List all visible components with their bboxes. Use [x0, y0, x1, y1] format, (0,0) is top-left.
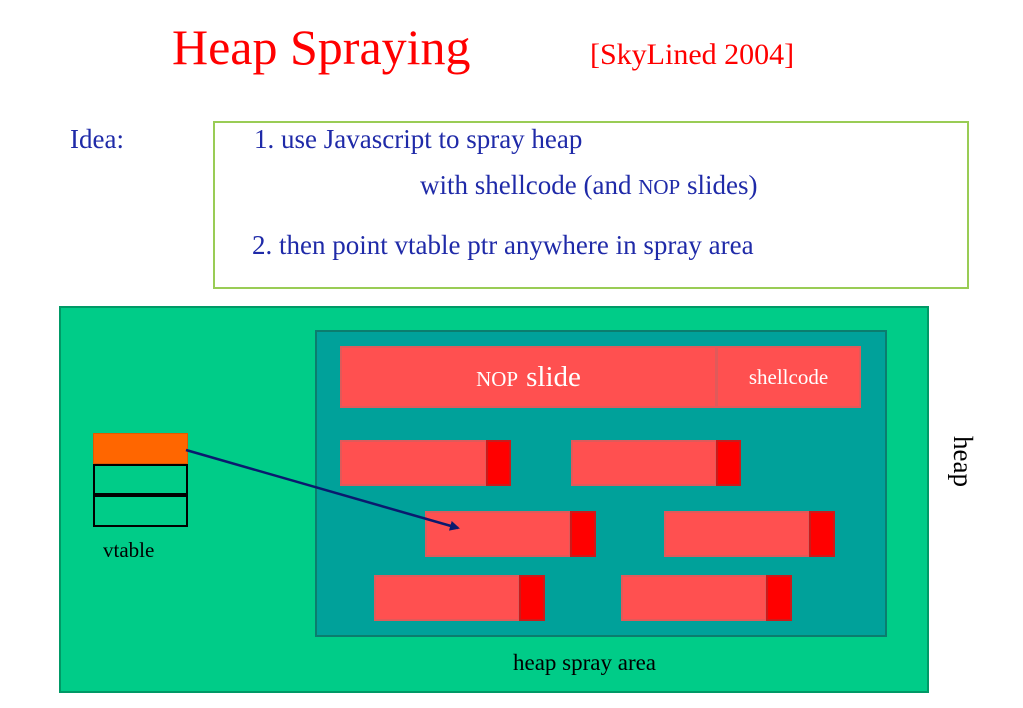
- heap-spray-area-label: heap spray area: [513, 650, 657, 675]
- idea-line-2-suffix: slides): [680, 170, 758, 200]
- idea-line-2: with shellcode (and NOP slides): [420, 170, 757, 201]
- vtable-entry: [93, 464, 188, 495]
- shellcode-tip: [716, 440, 741, 486]
- shellcode-tip: [570, 511, 596, 557]
- shellcode-tip: [486, 440, 511, 486]
- spray-block: [571, 440, 717, 486]
- spray-block: [664, 511, 810, 557]
- spray-block: [425, 511, 571, 557]
- heap-label: heap: [948, 436, 978, 487]
- vtable-label: vtable: [103, 538, 155, 562]
- spray-block: [374, 575, 520, 621]
- nop-slide-block: NOP slide: [340, 346, 717, 408]
- shellcode-tip: [809, 511, 835, 557]
- idea-line-3: 2. then point vtable ptr anywhere in spr…: [252, 230, 754, 260]
- shellcode-block: shellcode: [716, 346, 861, 408]
- shellcode-tip: [766, 575, 792, 621]
- spray-block: [621, 575, 767, 621]
- vtable-pointer-entry: [93, 433, 188, 464]
- spray-block: [340, 440, 487, 486]
- vtable-entry: [93, 495, 188, 527]
- idea-line-1: 1. use Javascript to spray heap: [254, 124, 583, 154]
- slide-label: slide: [526, 360, 581, 393]
- nop-label: NOP: [476, 366, 519, 391]
- shellcode-label: shellcode: [748, 364, 829, 389]
- idea-line-2-prefix: with shellcode (and: [420, 170, 639, 200]
- idea-line-2-nop: NOP: [638, 175, 681, 199]
- idea-label: Idea:: [70, 124, 124, 154]
- idea-box: [213, 121, 969, 289]
- slide-title: Heap Spraying: [172, 19, 471, 75]
- citation: [SkyLined 2004]: [590, 38, 795, 71]
- nop-slide-label: NOP slide: [476, 361, 581, 394]
- shellcode-tip: [519, 575, 545, 621]
